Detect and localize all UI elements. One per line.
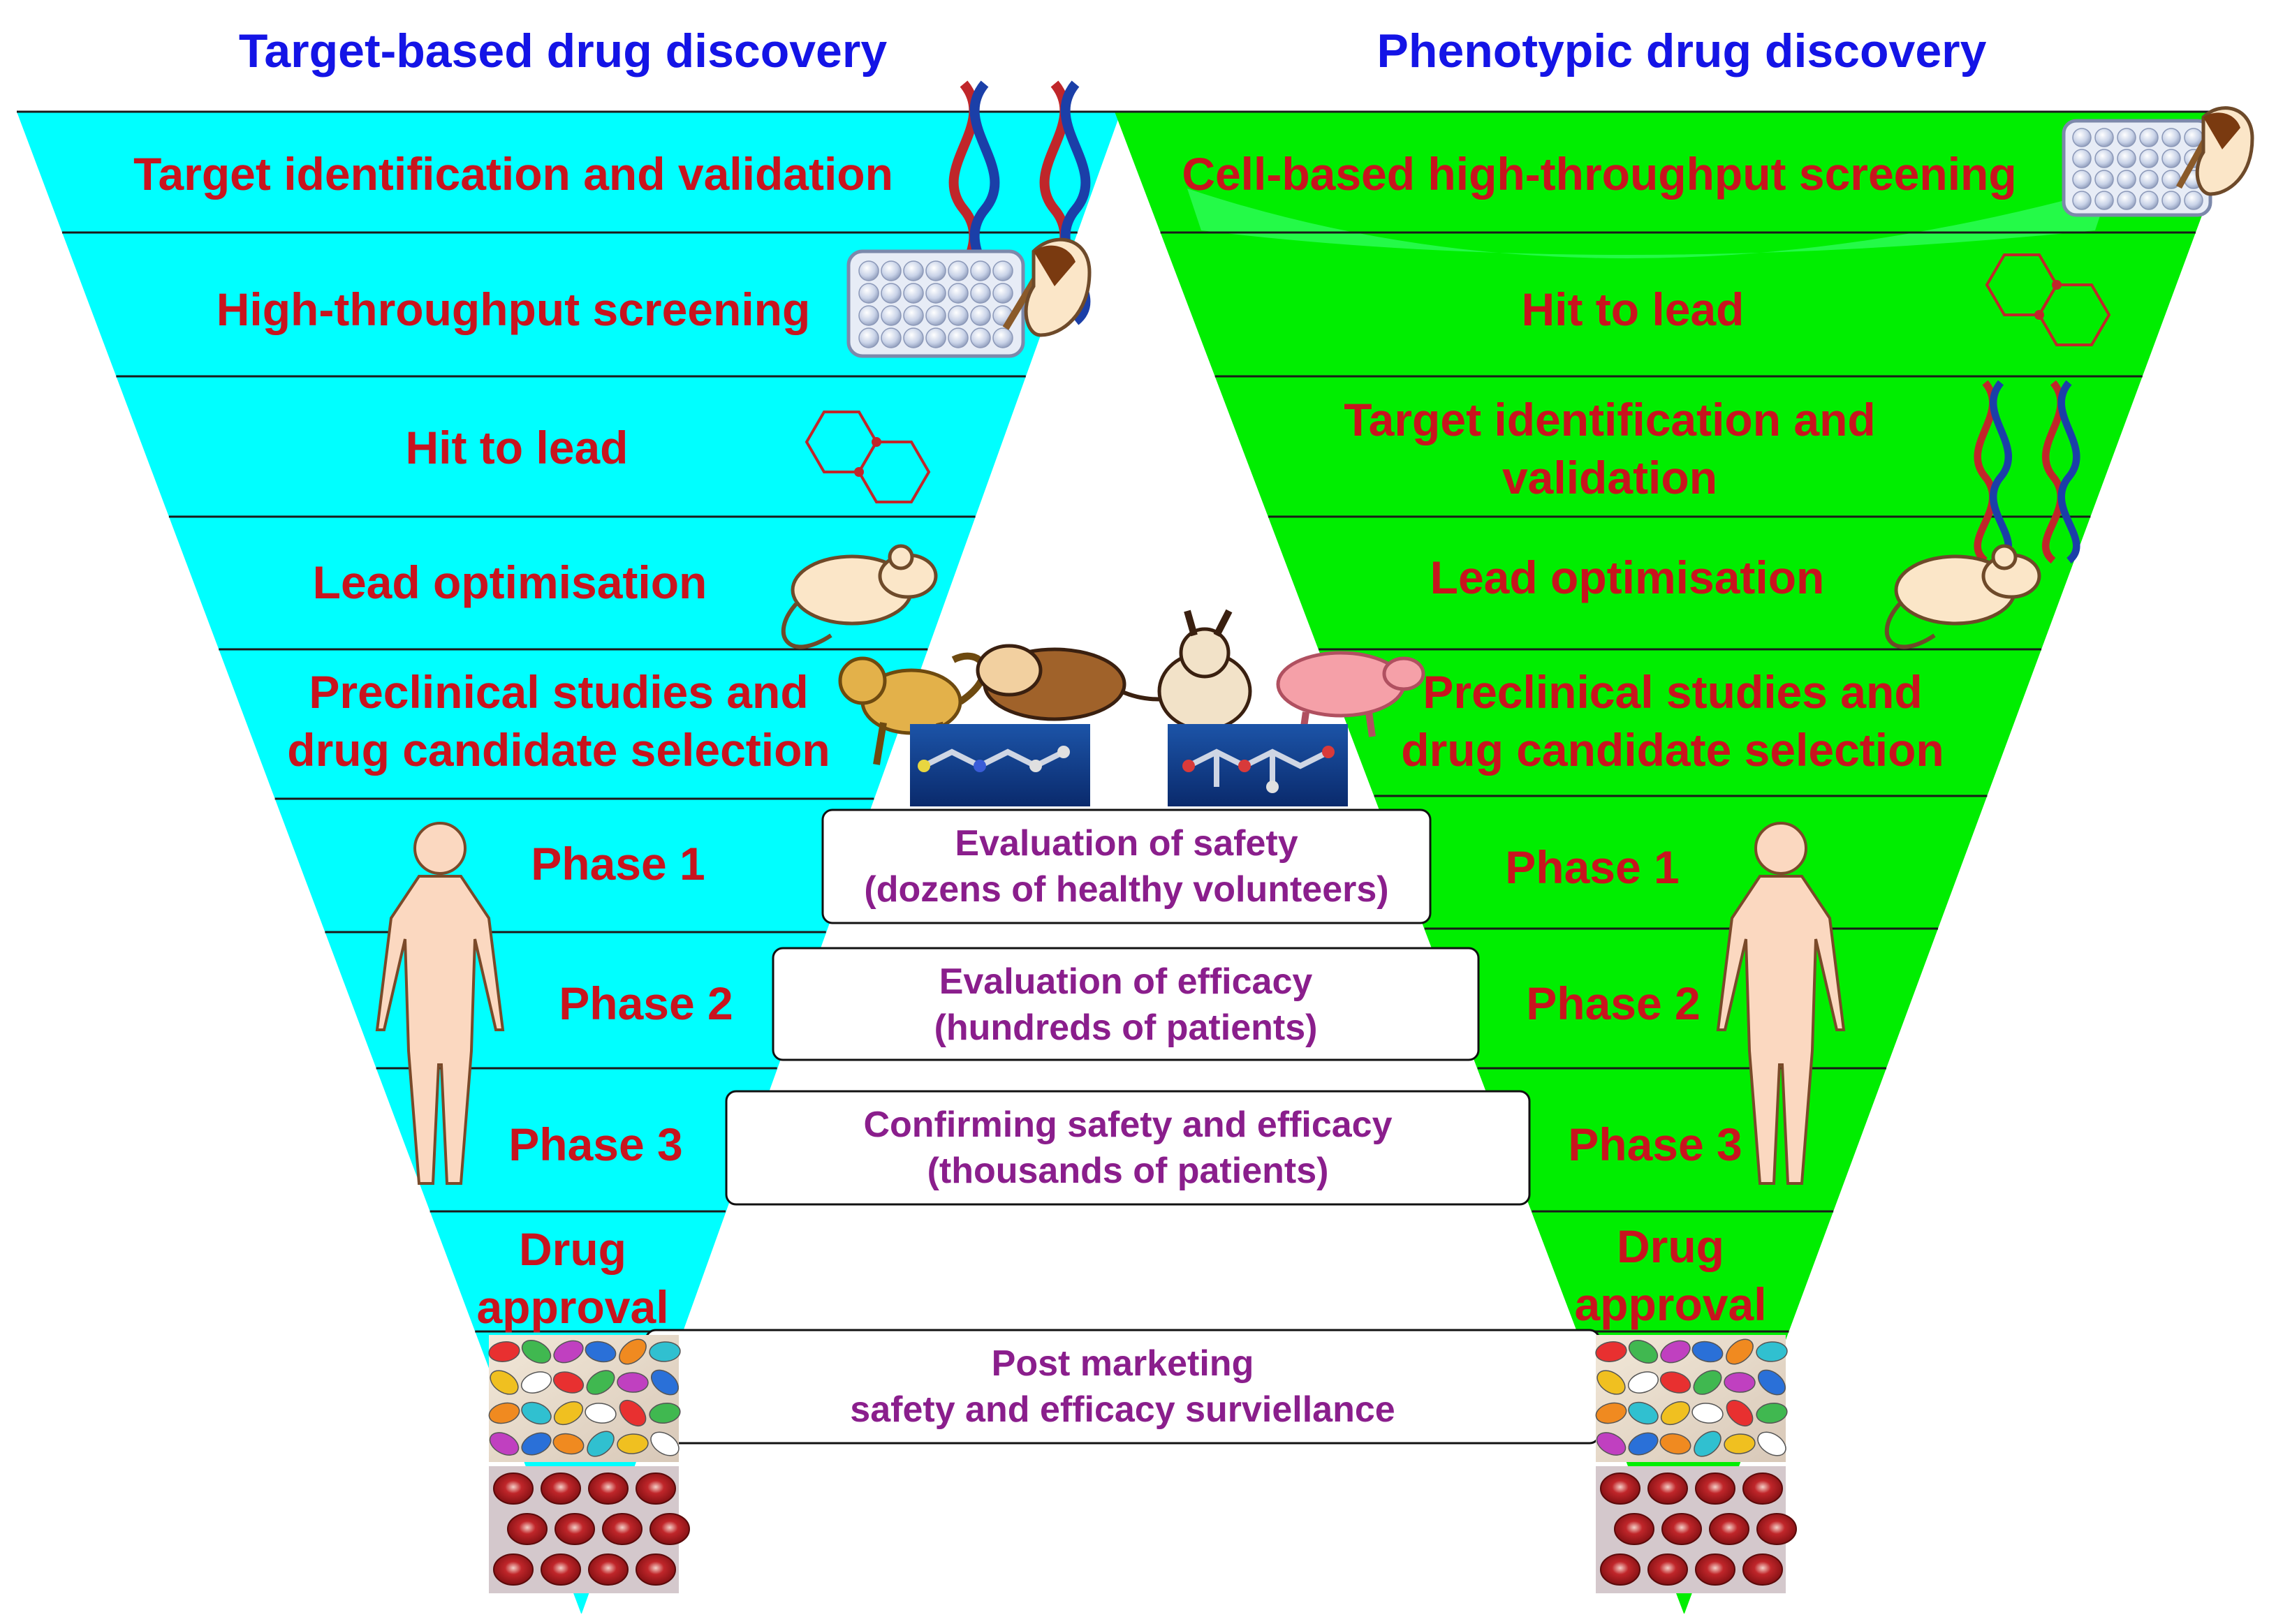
- right-stage-label: approval: [1574, 1278, 1766, 1330]
- left-stage-label: Phase 1: [531, 838, 705, 889]
- hexagon-molecule-icon: [805, 411, 931, 503]
- middle-box-text: Confirming safety and efficacy: [863, 1105, 1392, 1145]
- middle-box: [821, 809, 1432, 924]
- left-funnel-fill: [17, 112, 1121, 1614]
- left-stage-label: Target identification and validation: [133, 148, 893, 200]
- blister-pack-icon: [489, 1466, 690, 1593]
- left-stage-label: Preclinical studies and: [309, 666, 808, 718]
- middle-box-text: (hundreds of patients): [934, 1007, 1318, 1048]
- right-stage-label: Phase 2: [1526, 977, 1701, 1029]
- stage-dividers: [17, 110, 2240, 1333]
- molecule-model-icon: [1168, 724, 1348, 806]
- right-stage-label: Preclinical studies and: [1423, 666, 1922, 718]
- right-funnel-glow: [1187, 189, 2109, 258]
- right-stage-label: Cell-based high-throughput screening: [1182, 148, 2016, 200]
- right-stage-label: Phase 1: [1505, 841, 1680, 893]
- pills-icon: [1595, 1335, 1788, 1462]
- middle-box: [725, 1090, 1531, 1206]
- right-stage-label: Lead optimisation: [1430, 552, 1825, 603]
- left-stage-label: Drug: [519, 1223, 626, 1275]
- pipette-hand-icon: [1002, 237, 1092, 337]
- pipette-hand-icon: [2176, 106, 2254, 196]
- pills-icon: [488, 1335, 681, 1462]
- middle-box: [772, 947, 1480, 1061]
- right-funnel-fill: [1115, 112, 2240, 1614]
- left-stage-label: Hit to lead: [405, 422, 628, 473]
- mouse-icon: [781, 544, 938, 649]
- right-column-title: Phenotypic drug discovery: [1377, 24, 1987, 77]
- left-funnel: [17, 112, 1121, 1614]
- dna-icon: [1974, 380, 2080, 564]
- right-stage-labels: Cell-based high-throughput screeningHit …: [1182, 148, 2016, 1330]
- right-stage-label: Drug: [1617, 1220, 1724, 1272]
- rabbit-icon: [1157, 609, 1252, 732]
- left-column-title: Target-based drug discovery: [239, 24, 888, 77]
- right-stage-label: Phase 3: [1568, 1119, 1742, 1170]
- right-stage-label: Hit to lead: [1521, 283, 1744, 335]
- human-body-icon: [1716, 822, 1846, 1185]
- right-stage-label: validation: [1502, 452, 1717, 503]
- rat-icon: [976, 644, 1202, 721]
- human-body-icon: [375, 822, 505, 1185]
- hexagon-molecule-icon: [1985, 253, 2111, 346]
- clinical-trial-boxes: Evaluation of safety (dozens of healthy v…: [645, 809, 1601, 1445]
- left-stage-label: Phase 2: [559, 977, 733, 1029]
- molecule-model-icon: [910, 724, 1090, 806]
- blister-pack-icon: [1596, 1466, 1797, 1593]
- middle-box-text: (dozens of healthy volunteers): [864, 869, 1388, 910]
- well-plate-icon: [2062, 119, 2212, 217]
- left-stage-label: Phase 3: [508, 1119, 683, 1170]
- right-funnel: [1115, 112, 2240, 1614]
- middle-box-text: (thousands of patients): [927, 1151, 1329, 1191]
- left-stage-label: High-throughput screening: [216, 283, 811, 335]
- right-stage-label: Target identification and: [1344, 394, 1875, 445]
- right-stage-label: drug candidate selection: [1401, 724, 1944, 776]
- middle-box-text: Evaluation of safety: [955, 823, 1298, 864]
- pig-icon: [1276, 651, 1425, 737]
- left-stage-label: Lead optimisation: [313, 556, 707, 608]
- left-stage-label: approval: [476, 1281, 668, 1333]
- middle-box-text: Post marketing: [992, 1343, 1254, 1384]
- well-plate-icon: [846, 249, 1025, 358]
- middle-box-text: safety and efficacy surviellance: [850, 1389, 1395, 1430]
- left-stage-labels: Target identification and validationHigh…: [133, 148, 893, 1333]
- left-stage-label: drug candidate selection: [287, 724, 830, 776]
- middle-box-text: Evaluation of efficacy: [939, 961, 1313, 1002]
- mouse-icon: [1884, 544, 2041, 649]
